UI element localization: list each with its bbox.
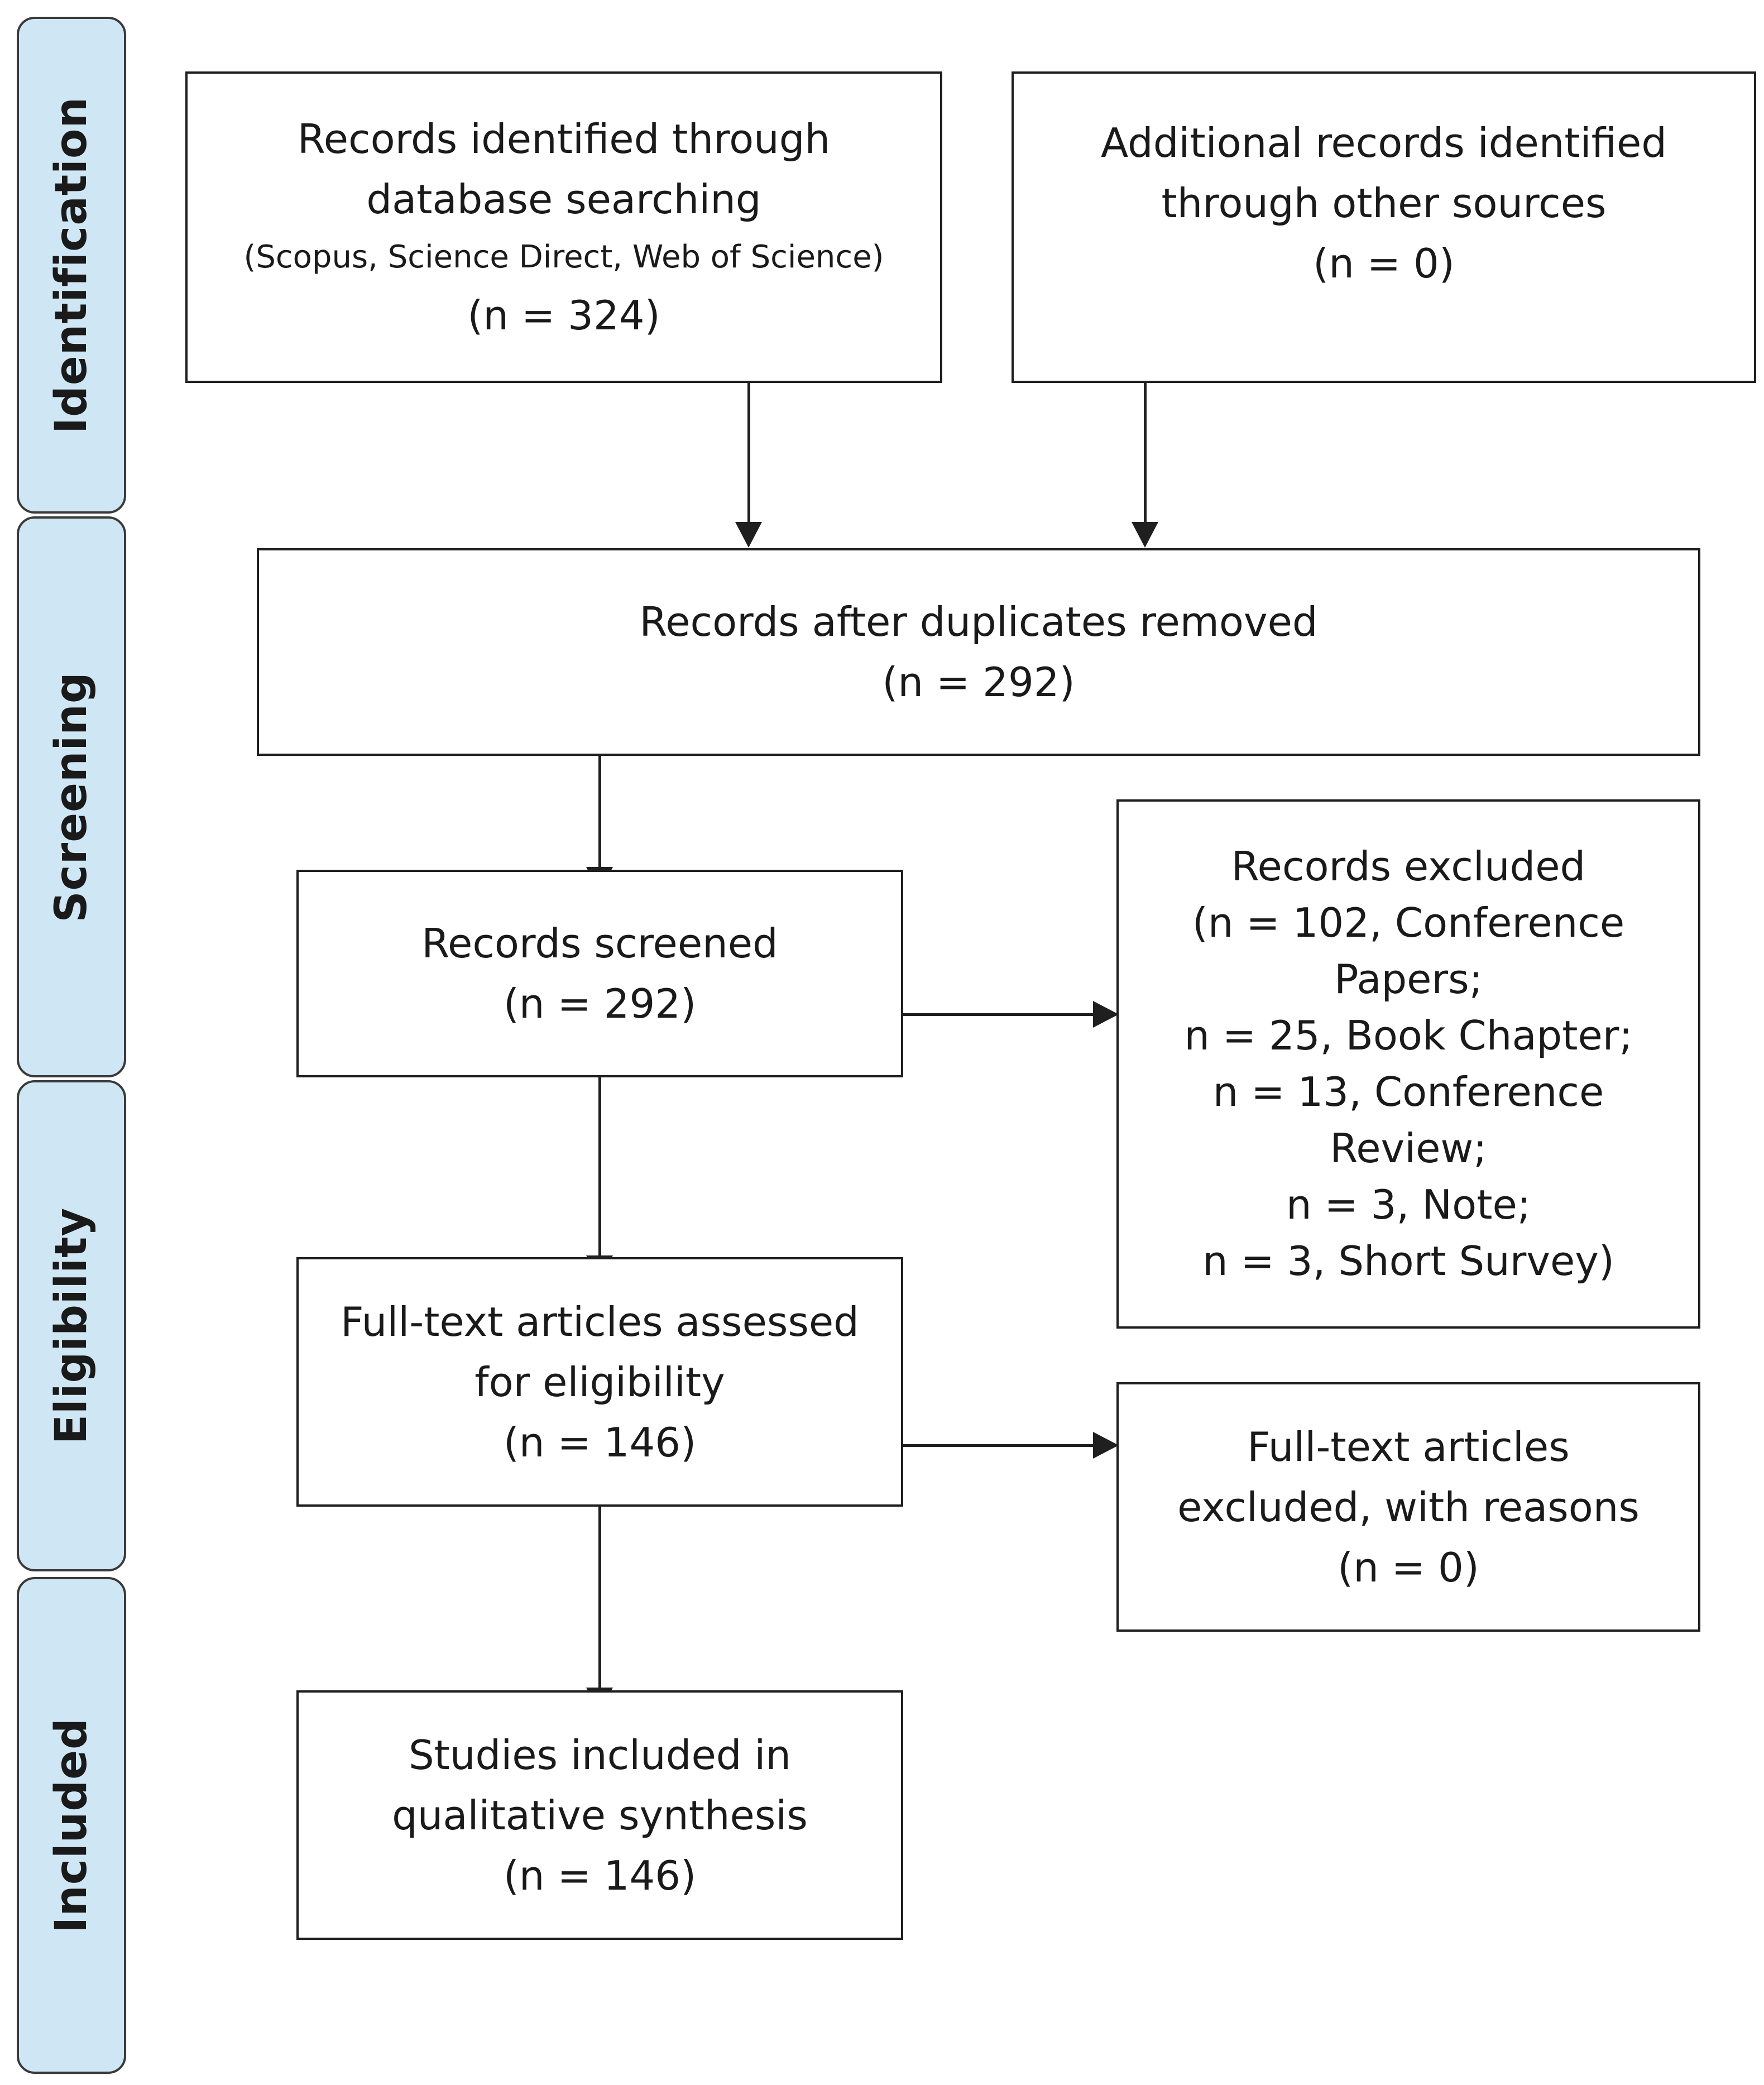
stage-eligibility-label: Eligibility	[46, 1207, 97, 1445]
stage-identification: Identification	[17, 17, 126, 514]
records-excluded-line: n = 13, Conference	[1212, 1068, 1604, 1115]
database-search-line2: database searching	[366, 176, 761, 223]
arrow-duplicates-to-screened-line	[598, 756, 601, 867]
arrow-other-to-duplicates-line	[1144, 383, 1147, 523]
stage-screening-label: Screening	[46, 671, 97, 923]
full-text-excluded-box: Full-text articles excluded, with reason…	[1116, 1382, 1700, 1632]
studies-included-count: (n = 146)	[503, 1852, 697, 1899]
full-text-assessed-line1: Full-text articles assessed	[341, 1298, 859, 1345]
stage-eligibility: Eligibility	[17, 1080, 126, 1571]
other-sources-line2: through other sources	[1161, 180, 1607, 227]
full-text-excluded-line2: excluded, with reasons	[1177, 1483, 1640, 1531]
records-excluded-line: (n = 102, Conference	[1192, 899, 1625, 946]
database-search-line1: Records identified through	[297, 116, 831, 162]
arrow-fulltext-to-excluded-line	[903, 1444, 1099, 1447]
database-search-box: Records identified through database sear…	[185, 71, 942, 383]
full-text-excluded-line1: Full-text articles	[1247, 1423, 1570, 1470]
stage-included: Included	[17, 1577, 126, 2074]
records-excluded-line: n = 3, Note;	[1286, 1181, 1531, 1228]
arrow-other-to-duplicates-head	[1132, 522, 1158, 548]
after-duplicates-line1: Records after duplicates removed	[639, 598, 1318, 645]
full-text-assessed-count: (n = 146)	[503, 1418, 697, 1466]
arrow-database-to-duplicates-head	[735, 522, 762, 548]
after-duplicates-box: Records after duplicates removed (n = 29…	[257, 548, 1700, 756]
database-search-count: (n = 324)	[467, 292, 660, 339]
records-screened-line1: Records screened	[421, 920, 778, 967]
full-text-assessed-line2: for eligibility	[474, 1358, 725, 1406]
full-text-excluded-count: (n = 0)	[1338, 1544, 1479, 1591]
arrow-screened-to-excluded-line	[903, 1013, 1099, 1016]
other-sources-line1: Additional records identified	[1101, 119, 1667, 166]
database-search-sources: (Scopus, Science Direct, Web of Science)	[243, 239, 884, 275]
stage-included-label: Included	[46, 1718, 97, 1933]
records-screened-count: (n = 292)	[503, 980, 697, 1027]
stage-identification-label: Identification	[46, 97, 97, 434]
records-excluded-line: n = 25, Book Chapter;	[1184, 1012, 1633, 1059]
arrow-fulltext-to-included-line	[598, 1507, 601, 1688]
other-sources-count: (n = 0)	[1313, 240, 1455, 287]
records-excluded-line: n = 3, Short Survey)	[1202, 1238, 1614, 1284]
records-excluded-box: Records excluded (n = 102, Conference Pa…	[1116, 799, 1700, 1329]
studies-included-box: Studies included in qualitative synthesi…	[296, 1690, 903, 1940]
arrow-fulltext-to-excluded-head	[1093, 1432, 1119, 1459]
studies-included-line1: Studies included in	[408, 1731, 792, 1779]
records-screened-box: Records screened (n = 292)	[296, 870, 903, 1077]
arrow-database-to-duplicates-line	[747, 383, 750, 523]
studies-included-line2: qualitative synthesis	[392, 1791, 808, 1839]
full-text-assessed-box: Full-text articles assessed for eligibil…	[296, 1257, 903, 1507]
records-excluded-line: Review;	[1330, 1125, 1487, 1172]
stage-screening: Screening	[17, 516, 126, 1077]
records-excluded-line: Records excluded	[1231, 843, 1586, 890]
records-excluded-line: Papers;	[1334, 956, 1483, 1003]
after-duplicates-count: (n = 292)	[882, 659, 1075, 706]
other-sources-box: Additional records identified through ot…	[1012, 71, 1756, 383]
arrow-screened-to-excluded-head	[1093, 1001, 1119, 1028]
arrow-screened-to-fulltext-line	[598, 1077, 601, 1256]
